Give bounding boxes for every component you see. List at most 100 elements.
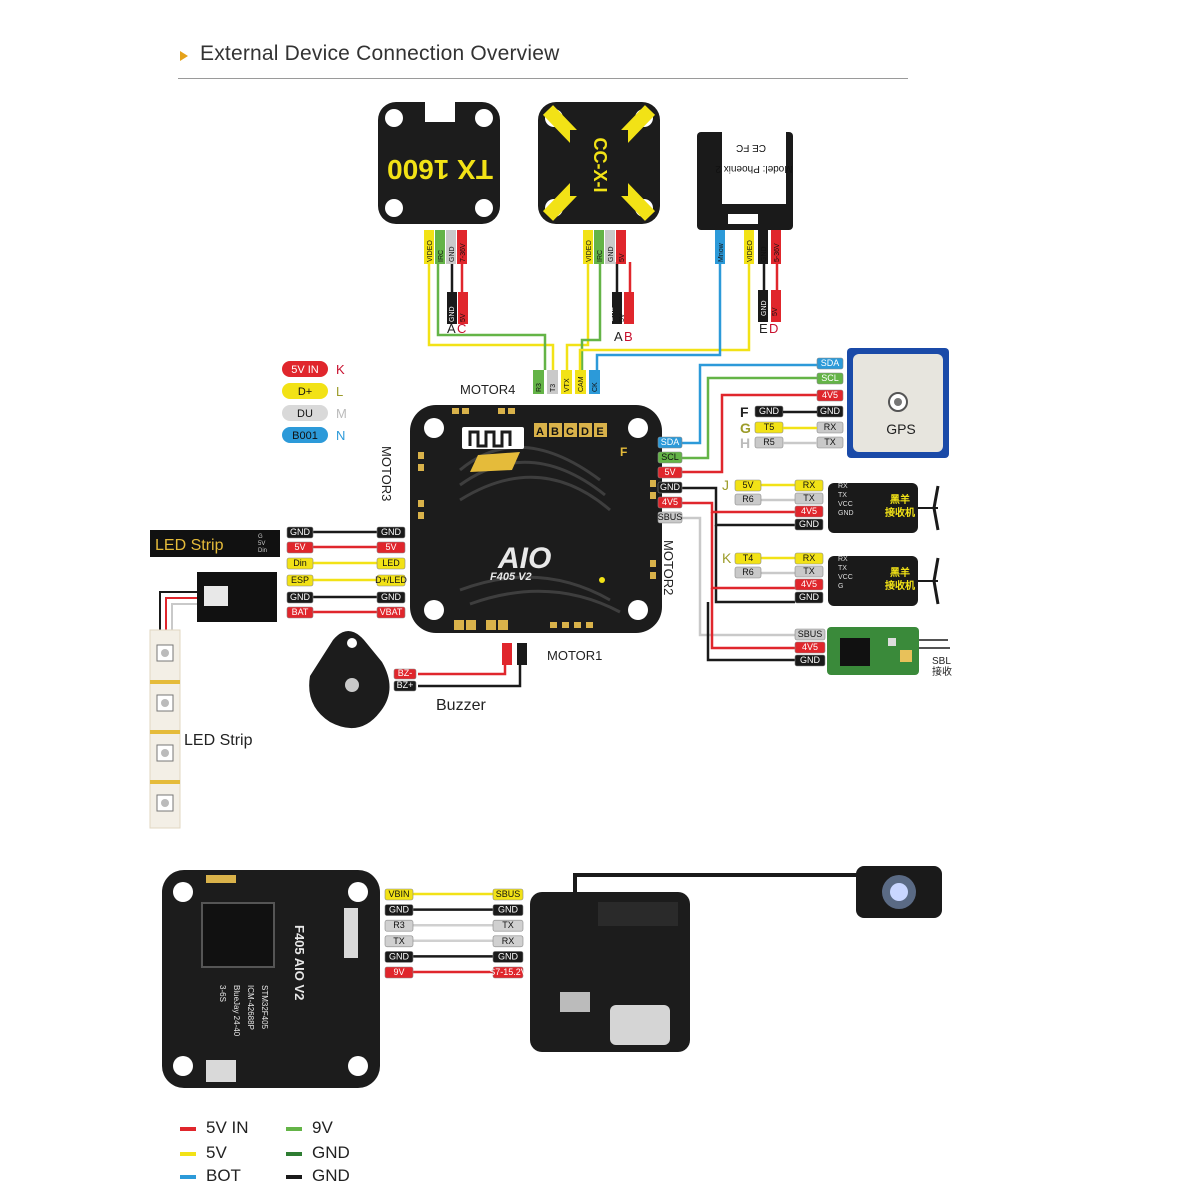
fc-logo: AIO: [497, 542, 551, 575]
gps-pin-bg: [816, 357, 844, 370]
key-legend-pill: [282, 405, 328, 421]
vtx-cc-letter: A: [614, 329, 623, 344]
receiver-2-pin: TX: [794, 565, 824, 578]
bottom-wire-right-bg: [492, 904, 524, 916]
vtx-cc-pin-label: 5V: [619, 253, 626, 262]
receiver-1-side-label: GND: [838, 510, 854, 517]
gps-board-pin: T5: [754, 421, 784, 434]
receiver-1-pin-bg: [794, 518, 824, 531]
gps-pin-text: GND: [820, 406, 841, 416]
bottom-fc-label: STM32F405: [260, 985, 269, 1030]
key-legend-pill: [282, 383, 328, 399]
led-dev-pin-bg: [286, 526, 314, 539]
led-dev-pin-bg: [286, 574, 314, 587]
fc-top-pad: T3: [547, 370, 558, 394]
buzzer-label: Buzzer: [436, 697, 486, 714]
legend-swatch: [286, 1152, 302, 1156]
bottom-wire-left-text: VBIN: [388, 889, 409, 899]
fc-side-letter-f: F: [620, 445, 627, 459]
vtx-tx1600-letter: A: [447, 321, 456, 336]
vtx-cc: CC-X-I: [538, 102, 660, 324]
vtx-cc-power-label: GND: [608, 306, 615, 322]
bottom-wire-right-text: TX: [502, 920, 514, 930]
led-fc-pin-bg: [376, 591, 406, 604]
receiver-1-pin: TX: [794, 492, 824, 505]
led-dev-pin-bg: [286, 606, 314, 619]
fc-top-pad: CAM: [575, 370, 586, 394]
vtx-tx1600: TX 1600: [378, 102, 500, 324]
buzzer-pins: BZ-BZ+: [393, 643, 527, 692]
bottom-wire-left: VBIN: [384, 888, 414, 901]
bottom-wire-left-text: TX: [393, 936, 405, 946]
bottom-wire-right-text: RX: [502, 936, 515, 946]
phoenix-pin-label: VIDEO: [747, 240, 754, 262]
led-strip-pin-label: G: [258, 534, 263, 540]
vtx-tx1600-pin-label: VIDEO: [427, 240, 434, 262]
vtx-tx1600-letter: C: [457, 321, 466, 336]
key-legend-label: DU: [297, 408, 313, 420]
vtx-tx1600-name: TX 1600: [387, 154, 493, 185]
legend-label: 5V IN: [206, 1118, 249, 1137]
bottom-wire-left-text: GND: [389, 951, 410, 961]
gps-pin: 4V5: [816, 389, 844, 402]
fc-right-pad: 5V: [657, 466, 683, 479]
bottom-fc-label: 3-6S: [218, 985, 227, 1002]
led-dev-pin-bg: [286, 557, 314, 570]
receiver-2-board-pin: R6: [734, 566, 762, 579]
receiver-1-board-pin-bg: [734, 479, 762, 492]
legend-label: 9V: [312, 1118, 333, 1137]
legend-label: BOT: [206, 1166, 241, 1185]
led-fc-pin: 5V: [376, 541, 406, 554]
bottom-wire-left: 9V: [384, 966, 414, 979]
sbus-pin: 4V5: [794, 641, 826, 654]
key-legend-label: B001: [292, 430, 318, 442]
sbus-pin-bg: [794, 654, 826, 667]
led-dev-pin: GND: [286, 526, 314, 539]
led-fc-pin-bg: [376, 606, 406, 619]
bottom-wire-left-bg: [384, 951, 414, 963]
receiver-1-pin-bg: [794, 492, 824, 505]
legend-swatch: [180, 1175, 196, 1179]
bottom-wire-left-bg: [384, 888, 414, 901]
phoenix-pin-label: GND: [761, 246, 768, 262]
fc-top-pad: VTX: [561, 370, 572, 394]
receiver-2-pin: GND: [794, 591, 824, 604]
receiver-2-pin-text: GND: [799, 592, 820, 602]
legend-swatch: [286, 1175, 302, 1179]
receiver-1-pin: RX: [794, 479, 824, 492]
buzzer-pin-bg: [393, 668, 417, 680]
fc-top-pad-label: R3: [536, 383, 543, 392]
buzzer-pin-bg: [393, 680, 417, 692]
vtx-tx1600-pins: [424, 230, 468, 324]
phoenix-letter: D: [769, 321, 778, 336]
bottom-wire-left-text: GND: [389, 905, 410, 915]
receiver-1-pin-bg: [794, 479, 824, 492]
bottom-wire-right: SBUS: [492, 888, 524, 901]
gps-pin: TX: [816, 436, 844, 449]
receiver-2-side-label: VCC: [838, 574, 853, 581]
bottom-wire-right-bg: [492, 951, 524, 963]
receiver-1-pin-text: TX: [803, 493, 815, 503]
legend-swatch: [180, 1152, 196, 1156]
vtx-tx1600-pin-label: IRC: [438, 250, 445, 262]
fc-letter-pad: [564, 423, 577, 437]
led-fc-pin-text: LED: [382, 558, 400, 568]
receiver-2-side-label: G: [838, 583, 843, 590]
receiver-2-board-pin-text: R6: [742, 567, 754, 577]
led-fc-pin: VBAT: [376, 606, 406, 619]
bottom-wire-right-text: SBUS: [496, 889, 521, 899]
bottom-wire-right-text: GND: [498, 951, 519, 961]
fc-right-pad-bg: [657, 496, 683, 509]
bottom-wire-right: TX: [492, 919, 524, 932]
fc-top-pad: R3: [533, 370, 544, 394]
led-dev-pin-text: ESP: [291, 575, 309, 585]
